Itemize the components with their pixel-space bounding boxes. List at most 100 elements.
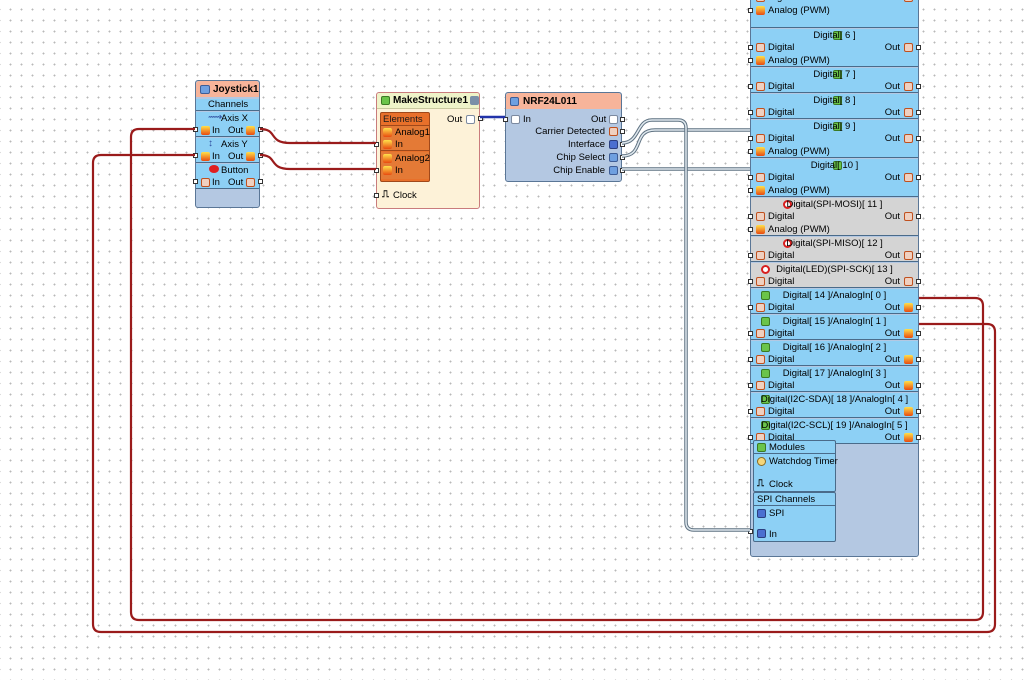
joystick-icon bbox=[200, 84, 210, 94]
axis-x-channel[interactable]: ⟿ Axis X In Out bbox=[196, 112, 259, 137]
make-structure-title[interactable]: MakeStructure1 bbox=[377, 93, 479, 109]
digital-out-label: Out bbox=[884, 250, 900, 261]
board-pin-row[interactable]: Digital(I2C-SDA)[ 18 ]/AnalogIn[ 4 ]Digi… bbox=[748, 393, 921, 418]
button-channel[interactable]: Button In Out bbox=[196, 164, 259, 189]
analog-pwm-in-pin[interactable] bbox=[748, 188, 753, 193]
digital-in-pin[interactable] bbox=[748, 253, 753, 258]
digital-in-icon bbox=[756, 251, 765, 260]
analog2-element[interactable]: Analog2 In bbox=[381, 152, 430, 179]
nrf-title[interactable]: NRF24L011 bbox=[506, 93, 621, 109]
wire-axis-x-to-analog1[interactable] bbox=[259, 127, 376, 145]
make-structure-component[interactable]: MakeStructure1 Out Elements Analog1 In A… bbox=[374, 92, 483, 209]
digital-in-pin[interactable] bbox=[748, 136, 753, 141]
digital-in-label: Digital bbox=[768, 133, 795, 144]
digital-out-pin[interactable] bbox=[916, 305, 921, 310]
watchdog-timer[interactable]: Watchdog Timer ⎍ Clock bbox=[754, 453, 838, 492]
digital-out-pin[interactable] bbox=[916, 110, 921, 115]
analog1-in-pin[interactable] bbox=[374, 142, 379, 147]
analog-pwm-icon bbox=[756, 56, 765, 65]
axis-x-out-pin[interactable] bbox=[258, 127, 263, 132]
digital-in-pin[interactable] bbox=[748, 84, 753, 89]
digital-in-pin[interactable] bbox=[748, 305, 753, 310]
digital-in-pin[interactable] bbox=[748, 110, 753, 115]
modules-label: Modules bbox=[769, 442, 805, 453]
watchdog-label: Watchdog Timer bbox=[769, 456, 838, 467]
make-structure-out-pin[interactable] bbox=[478, 116, 483, 121]
carrier-detected-label: Carrier Detected bbox=[535, 126, 605, 137]
axis-y-channel[interactable]: ↕ Axis Y In Out bbox=[196, 138, 259, 163]
watchdog-clock-label: Clock bbox=[769, 479, 793, 490]
digital-in-label: Digital bbox=[768, 276, 795, 287]
digital-in-pin[interactable] bbox=[748, 175, 753, 180]
digital-out-pin[interactable] bbox=[916, 435, 921, 440]
spi-channel[interactable]: SPI In bbox=[754, 505, 835, 542]
digital-in-pin[interactable] bbox=[748, 357, 753, 362]
digital-out-label: Out bbox=[884, 328, 900, 339]
wire-chip-select-to-d9[interactable] bbox=[621, 128, 750, 158]
digital-in-pin[interactable] bbox=[748, 409, 753, 414]
chip-enable-pin[interactable] bbox=[620, 168, 625, 173]
digital-in-pin[interactable] bbox=[748, 435, 753, 440]
digital-out-pin[interactable] bbox=[916, 409, 921, 414]
nrf-in-pin[interactable] bbox=[503, 117, 508, 122]
clock-in-pin[interactable] bbox=[374, 193, 379, 198]
digital-out-pin[interactable] bbox=[916, 136, 921, 141]
axis-y-in-pin[interactable] bbox=[193, 153, 198, 158]
button-out-pin[interactable] bbox=[258, 179, 263, 184]
analog1-element[interactable]: Analog1 In bbox=[381, 125, 430, 151]
digital-out-pin[interactable] bbox=[916, 279, 921, 284]
analog-pwm-in-pin[interactable] bbox=[748, 8, 753, 13]
digital-out-pin[interactable] bbox=[916, 45, 921, 50]
analog-pwm-in-pin[interactable] bbox=[748, 227, 753, 232]
digital-in-pin[interactable] bbox=[748, 214, 753, 219]
spi-in-label: In bbox=[769, 529, 777, 540]
digital-out-icon bbox=[904, 381, 913, 390]
nrf-out-pin[interactable] bbox=[620, 117, 625, 122]
interface-pin[interactable] bbox=[620, 142, 625, 147]
digital-in-pin[interactable] bbox=[748, 279, 753, 284]
button-in-icon bbox=[201, 178, 210, 187]
analog-pwm-in-pin[interactable] bbox=[748, 149, 753, 154]
button-in-pin[interactable] bbox=[193, 179, 198, 184]
digital-out-pin[interactable] bbox=[916, 175, 921, 180]
digital-in-icon bbox=[756, 303, 765, 312]
digital-out-pin[interactable] bbox=[916, 253, 921, 258]
digital-in-pin[interactable] bbox=[748, 383, 753, 388]
axis-y-out-pin[interactable] bbox=[258, 153, 263, 158]
digital-out-pin[interactable] bbox=[916, 84, 921, 89]
analog2-in-pin[interactable] bbox=[374, 168, 379, 173]
digital-out-pin[interactable] bbox=[916, 383, 921, 388]
carrier-detected-pin[interactable] bbox=[620, 129, 625, 134]
joystick-title[interactable]: Joystick1 bbox=[196, 81, 259, 97]
chip-select-pin[interactable] bbox=[620, 155, 625, 160]
digital-out-pin[interactable] bbox=[916, 331, 921, 336]
wire-axis-y-to-analog2[interactable] bbox=[259, 153, 376, 171]
channels-label: Channels bbox=[208, 99, 249, 110]
joystick-component[interactable]: Joystick1 Channels ⟿ Axis X In Out ↕ Axi… bbox=[193, 80, 263, 208]
digital-in-pin[interactable] bbox=[748, 331, 753, 336]
analog-pwm-in-pin[interactable] bbox=[748, 58, 753, 63]
digital-in-pin[interactable] bbox=[748, 45, 753, 50]
nrf24l01-component[interactable]: NRF24L011 In Out Carrier Detected Interf… bbox=[503, 92, 625, 182]
nrf-out-label: Out bbox=[591, 114, 607, 125]
digital-out-pin[interactable] bbox=[916, 214, 921, 219]
spi-in-pin[interactable] bbox=[748, 529, 753, 534]
axis-x-in-pin[interactable] bbox=[193, 127, 198, 132]
wire-interface-to-spi[interactable] bbox=[621, 118, 750, 532]
digital-out-label: Out bbox=[884, 380, 900, 391]
digital-out-pin[interactable] bbox=[916, 357, 921, 362]
